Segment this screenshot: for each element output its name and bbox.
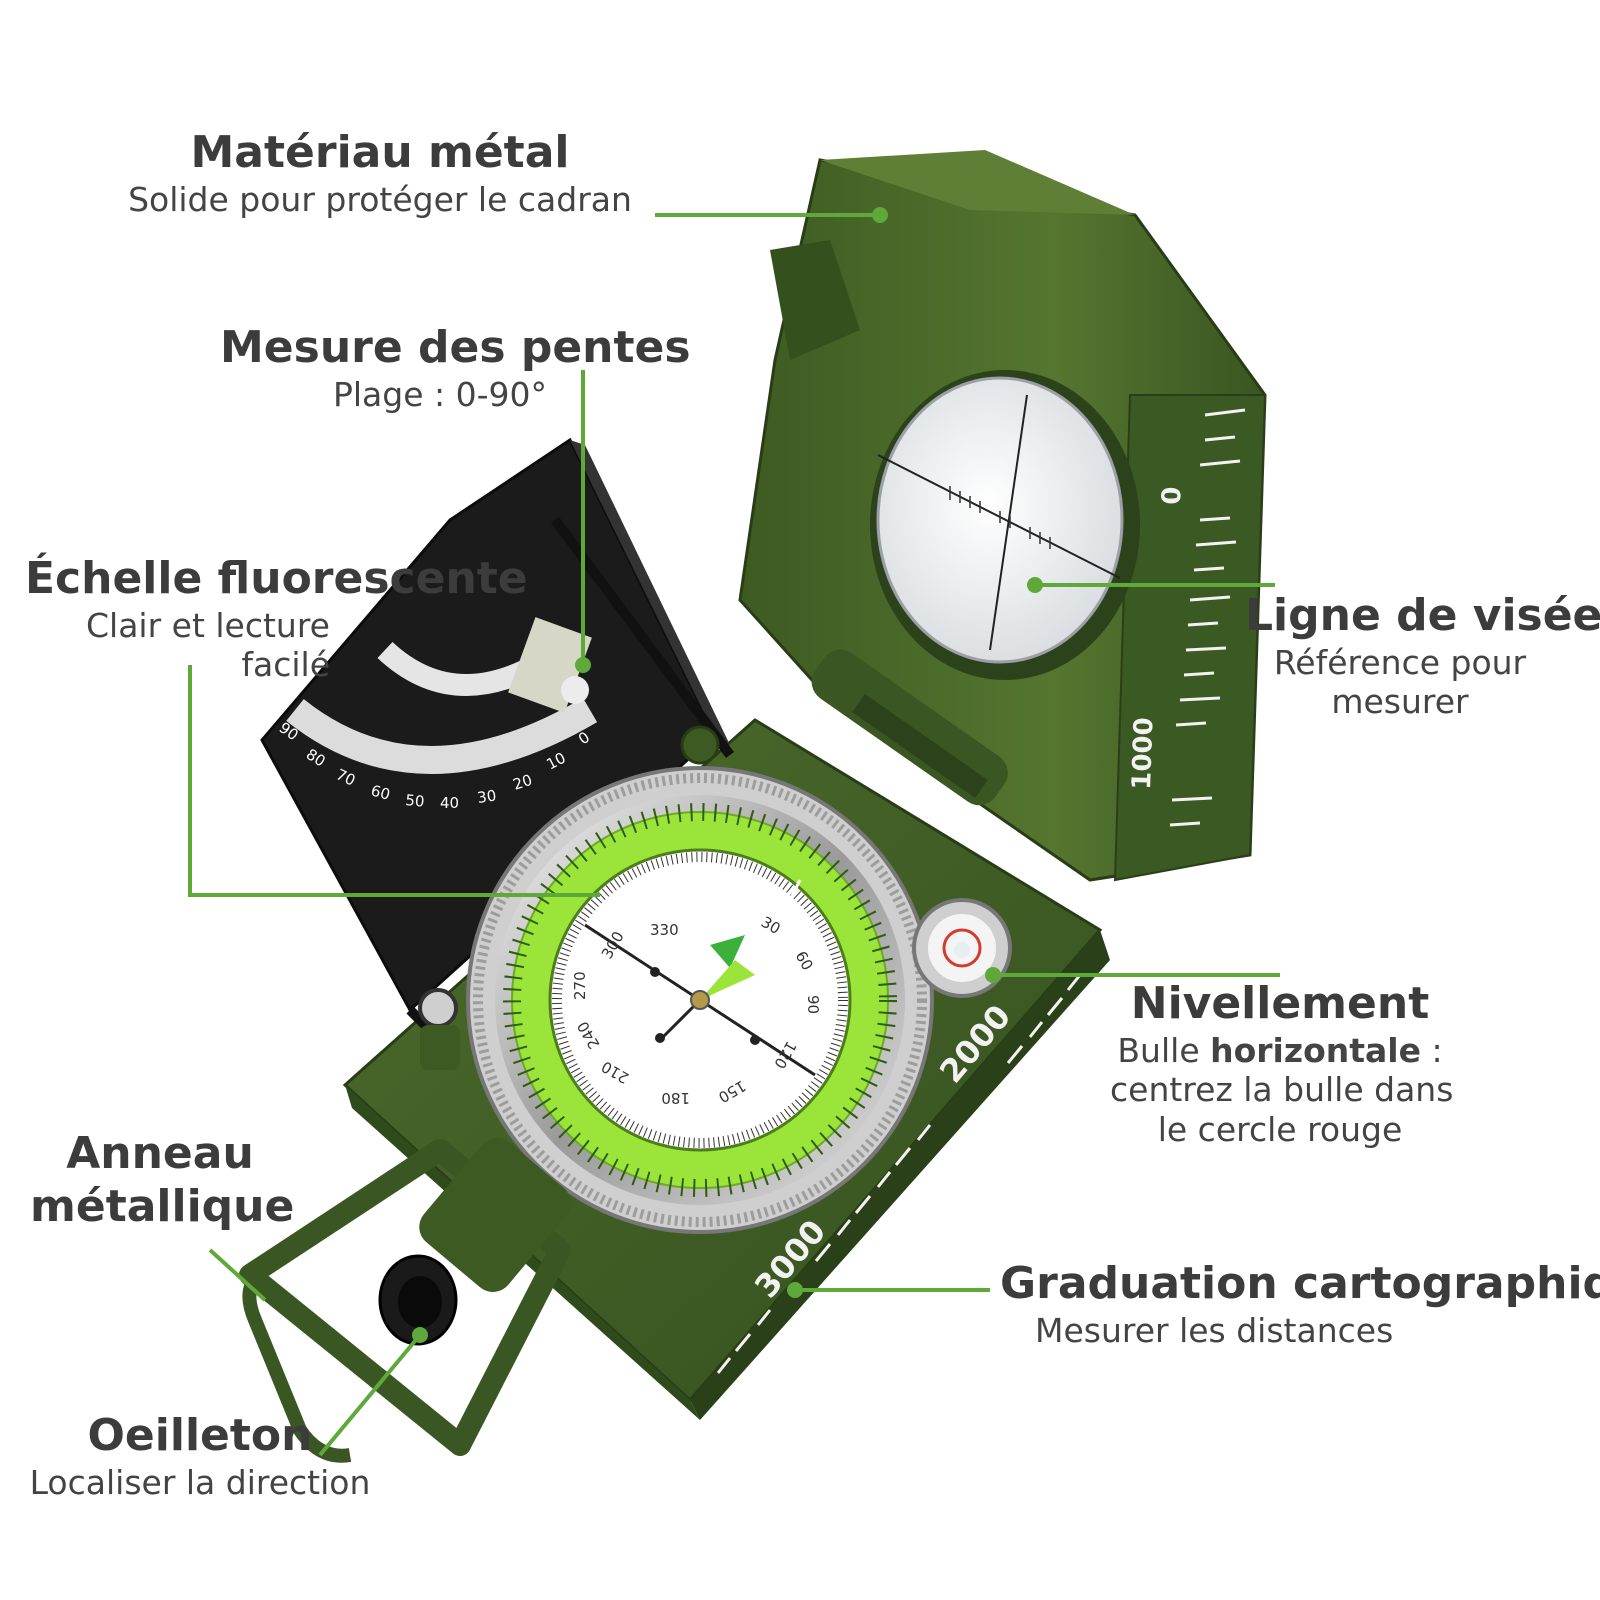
level-line1-bold: horizontale [1210,1030,1421,1070]
material-subtitle: Solide pour protéger le cadran [128,179,632,219]
lid-hinge [811,649,1008,806]
base-map-scale [716,974,1082,1374]
slope-subtitle: Plage : 0-90° [332,374,548,414]
dial-label-180: 180 [661,1089,690,1107]
level-line1: Bulle horizontale : [1110,1031,1450,1071]
lid-scale-0: 0 [1157,486,1188,505]
clino-label-40: 40 [440,794,459,812]
eyepiece-title: Oeilleton [87,1410,313,1461]
annotation-map-scale: Graduation cartographique Mesurer les di… [1000,1258,1600,1350]
annotation-eyepiece: Oeilleton Localiser la direction [25,1410,375,1502]
slope-title: Mesure des pentes [220,322,691,373]
material-title: Matériau métal [190,127,570,178]
compass-dial [466,766,934,1234]
sighting-window [870,370,1140,680]
map-scale-subtitle: Mesurer les distances [1035,1310,1394,1350]
ring-title-line2: métallique [30,1180,295,1232]
annotation-fluorescent: Échelle fluorescente Clair et lecture fa… [25,553,528,685]
callout-dots [412,207,1043,1343]
metal-ring [242,1263,352,1463]
level-line3: le cercle rouge [1157,1109,1403,1149]
dial-label-90: 90 [804,995,822,1014]
fluorescent-title: Échelle fluorescente [25,553,528,604]
fluorescent-line2: facilé [241,645,330,685]
clino-label-50: 50 [405,791,426,811]
eyepiece-assembly [239,1138,571,1456]
eyepiece-subtitle: Localiser la direction [29,1462,371,1502]
dial-label-330: 330 [650,921,679,939]
clinometer-plate [260,437,735,1034]
level-title: Nivellement [1130,978,1430,1029]
lid-scale [1169,408,1246,827]
clino-label-20: 20 [511,771,535,794]
dial-label-270: 270 [571,971,589,1000]
sight-line1: Référence pour [1273,642,1527,682]
annotation-sight: Ligne de visée Référence pour mesurer [1245,590,1600,722]
lid-scale-1000: 1000 [1127,717,1160,790]
sight-line2: mesurer [1331,682,1469,722]
annotation-ring: Anneau métallique [30,1128,295,1234]
fluorescent-line1: Clair et lecture [85,605,330,645]
callout-lines [188,213,1280,1457]
level-line1-pre: Bulle [1117,1030,1211,1070]
ring-post [420,1025,460,1070]
clino-label-60: 60 [369,781,392,803]
annotation-level: Nivellement Bulle horizontale : centrez … [1110,978,1454,1150]
clino-label-30: 30 [476,786,497,806]
level-line1-post: : [1420,1030,1443,1070]
ring-title-line1: Anneau [66,1128,254,1179]
level-line2: centrez la bulle dans [1110,1070,1454,1110]
annotation-material: Matériau métal Solide pour protéger le c… [120,127,640,219]
map-scale-title: Graduation cartographique [1000,1258,1600,1309]
sight-post [680,725,720,765]
sight-title: Ligne de visée [1245,590,1600,641]
annotation-slope: Mesure des pentes Plage : 0-90° [220,322,691,414]
